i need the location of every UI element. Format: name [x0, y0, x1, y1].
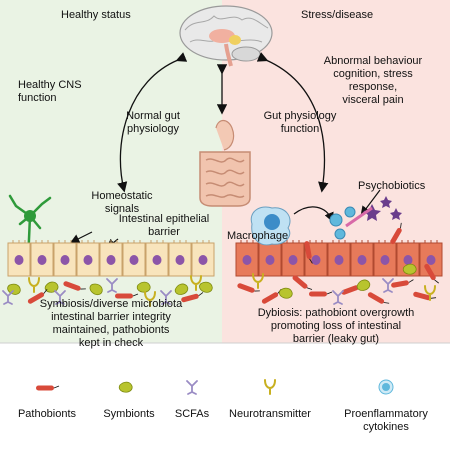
symbiont-icon — [136, 281, 151, 293]
legend-label-symbionts: Symbionts — [103, 408, 155, 420]
left-microbiota — [2, 275, 213, 307]
arrow-psychobiotics-in — [360, 189, 381, 216]
psychobiotics-symbol — [345, 196, 402, 228]
macrophage-icon — [250, 206, 291, 246]
neurotransmitter-icon — [190, 275, 202, 291]
right-epithelial-cell — [235, 240, 259, 277]
left-panel-caption: Symbiosis/diverse microbiota intestinal … — [39, 298, 183, 349]
arrow-macrophage-to-cytokines — [293, 206, 334, 223]
pathobiont-icon — [36, 385, 60, 391]
right-epithelial-cell — [327, 240, 351, 277]
neurotransmitter-icon — [28, 277, 40, 293]
scfa-icon — [186, 380, 198, 395]
scfa-icon — [160, 290, 172, 305]
left-epithelial-cell — [122, 240, 146, 277]
scfa-icon — [54, 290, 66, 305]
left-epithelial-cell — [168, 240, 192, 277]
left-epithelial-cell — [191, 240, 215, 277]
symbiont-icon — [278, 287, 293, 299]
left-epithelial-cell — [53, 240, 77, 277]
symbiont-icon — [7, 283, 21, 295]
pathobiont-icon — [424, 263, 439, 284]
right-epithelial-cells — [235, 240, 443, 277]
right-panel-caption: Dybiosis: pathobiont overgrowth promotin… — [257, 307, 415, 345]
gut-physiology-function-label: Gut physiology function — [263, 110, 337, 135]
pathobiont-icon — [304, 241, 313, 264]
pathobiont-icon — [292, 275, 313, 290]
healthy-cns-label: Healthy CNS function — [18, 79, 82, 104]
pathobiont-icon — [413, 291, 437, 301]
legend-label-cytokines: Proenflammatory cytokines — [344, 408, 428, 433]
symbiont-icon — [118, 381, 133, 393]
right-microbiota — [237, 222, 439, 305]
symbiont-icon — [356, 279, 371, 291]
abnormal-behaviour-label: Abnormal behaviour cognition, stress res… — [323, 55, 423, 106]
scfa-icon — [382, 278, 394, 293]
scfa-icon — [106, 278, 118, 293]
pathobiont-icon — [181, 292, 204, 303]
pathobiont-icon — [309, 291, 333, 297]
right-panel-title: Stress/disease — [301, 9, 374, 21]
left-epithelial-cells — [7, 240, 215, 277]
gut-icon — [199, 119, 251, 207]
pathobiont-icon — [390, 222, 402, 245]
neurotransmitter-icon — [424, 285, 436, 301]
normal-gut-physiology-label: Normal gut physiology — [126, 110, 180, 135]
scfa-icon — [2, 290, 14, 305]
neurotransmitter-icon — [252, 273, 264, 289]
symbiont-icon — [174, 283, 189, 295]
legend-icons — [36, 379, 394, 395]
homeostatic-signals-label: Homeostatic signals — [91, 190, 153, 215]
symbiont-icon — [89, 283, 103, 296]
psychobiotics-label: Psychobiotics — [358, 180, 426, 192]
legend-label-neurotransmitter: Neurotransmitter — [229, 408, 311, 420]
scfa-icon — [332, 290, 344, 305]
brain-icon — [179, 5, 273, 67]
pathobiont-icon — [115, 293, 139, 299]
symbiont-icon — [402, 263, 417, 275]
cytokine-icon — [378, 379, 394, 395]
left-panel-title: Healthy status — [61, 9, 131, 21]
intestinal-barrier-label: Intestinal epithelial barrier — [118, 213, 210, 238]
arrow-brain-to-right — [256, 52, 329, 193]
left-epithelial-cell — [99, 240, 123, 277]
right-epithelial-cell — [281, 240, 305, 277]
left-epithelial-cell — [145, 240, 169, 277]
pathobiont-icon — [391, 279, 414, 288]
pathobiont-icon — [237, 283, 260, 293]
neurotransmitter-icon — [264, 379, 276, 395]
arrow-homeostatic-signal — [69, 231, 93, 244]
arrow-brain-to-left — [117, 52, 188, 193]
neurotransmitter-icon — [144, 291, 156, 307]
legend-label-scfas: SCFAs — [174, 408, 210, 420]
legend-label-pathobionts: Pathobionts — [17, 408, 77, 420]
right-epithelial-cell — [373, 240, 397, 277]
macrophage-label: Macrophage — [227, 230, 289, 242]
right-epithelial-cell — [258, 240, 282, 277]
right-epithelial-cell — [350, 240, 374, 277]
symbiont-icon — [199, 281, 213, 293]
left-epithelial-cell — [76, 240, 100, 277]
pathobiont-icon — [27, 289, 48, 304]
pathobiont-icon — [63, 281, 86, 291]
left-epithelial-cell — [30, 240, 54, 277]
pathobiont-icon — [367, 292, 390, 304]
left-epithelial-cell — [7, 240, 31, 277]
proinflammatory-cytokines-cluster — [329, 206, 356, 240]
